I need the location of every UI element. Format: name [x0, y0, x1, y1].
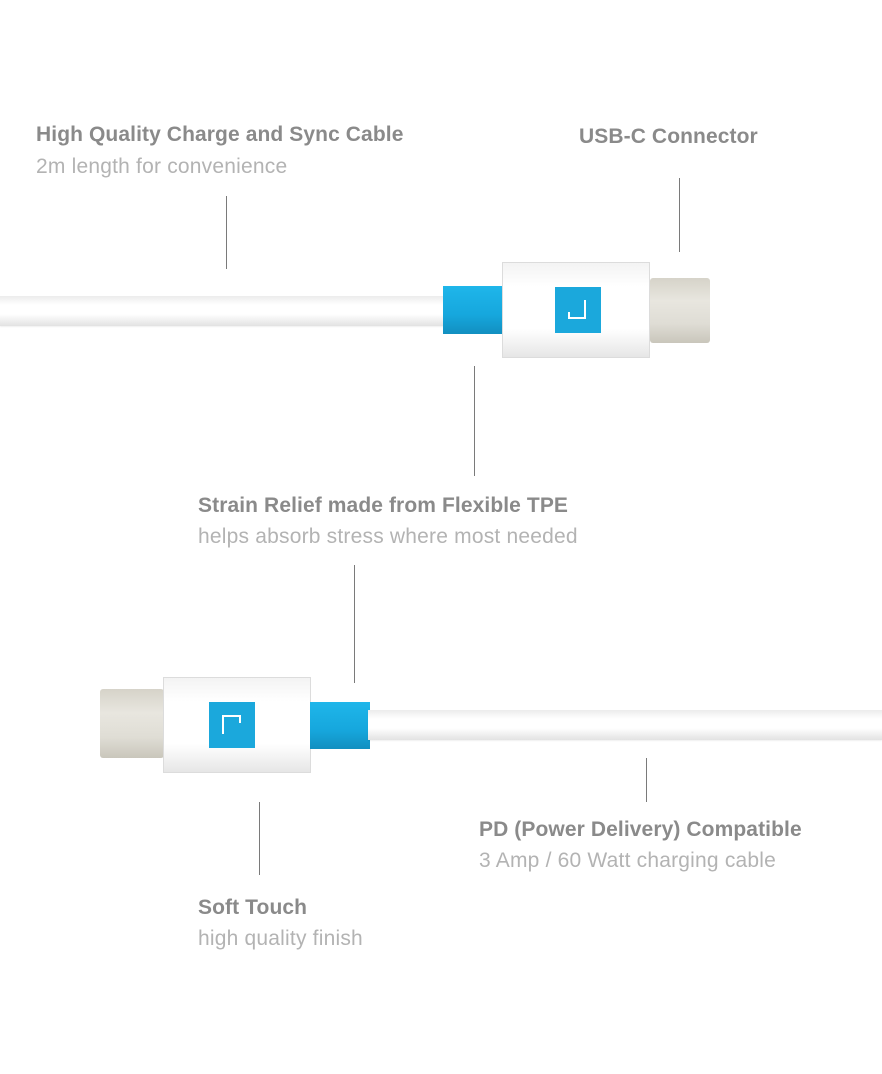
strain-relief-bottom-leader-line — [354, 565, 355, 683]
strain-relief-top-leader-line — [474, 366, 475, 476]
power-delivery-leader-line — [646, 758, 647, 802]
soft-touch-leader-line — [259, 802, 260, 875]
bottom-strain-relief — [310, 702, 370, 749]
strain-relief-label-title: Strain Relief made from Flexible TPE — [198, 494, 569, 517]
top-usb-c-plug — [650, 278, 710, 343]
connector-leader-line — [679, 178, 680, 252]
power-delivery-label-title: PD (Power Delivery) Compatible — [479, 818, 802, 841]
cable-label-title: High Quality Charge and Sync Cable — [36, 123, 404, 146]
bottom-brand-logo-icon — [209, 702, 255, 748]
power-delivery-label-subtitle: 3 Amp / 60 Watt charging cable — [479, 849, 777, 872]
strain-relief-label-subtitle: helps absorb stress where most needed — [198, 525, 578, 548]
cable-leader-line — [226, 196, 227, 269]
top-strain-relief — [443, 286, 503, 334]
cable-label-subtitle: 2m length for convenience — [36, 155, 288, 178]
top-connector-housing — [502, 262, 650, 358]
top-cable-wire — [0, 296, 448, 326]
soft-touch-label-title: Soft Touch — [198, 896, 308, 919]
bottom-cable-wire — [368, 710, 882, 740]
soft-touch-label-subtitle: high quality finish — [198, 927, 363, 950]
connector-label-title: USB-C Connector — [579, 125, 758, 148]
bottom-usb-c-plug — [100, 689, 164, 758]
top-brand-logo-icon — [555, 287, 601, 333]
